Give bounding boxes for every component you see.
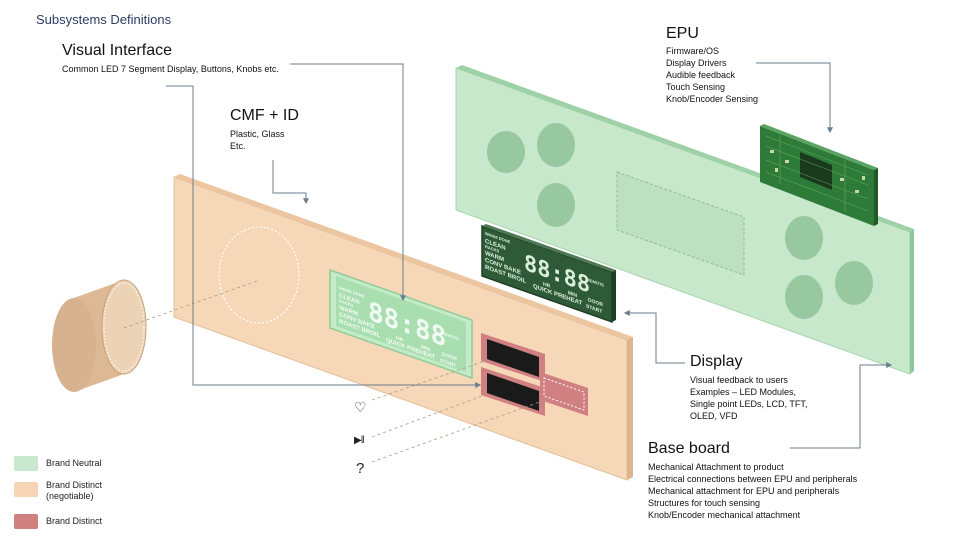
legend-label: Brand Neutral [46, 457, 102, 468]
cmf-id-callout: CMF + ID Plastic, Glass Etc. [230, 107, 299, 152]
base-board-heading: Base board [648, 440, 730, 457]
leader-cmf-id [272, 160, 309, 205]
leader-visual-interface-button [166, 85, 482, 388]
svg-text:HR: HR [396, 335, 403, 343]
legend-label: Brand Distinct [46, 515, 103, 526]
leader-visual-interface-lcd [290, 63, 406, 302]
base-board-callout: Base board Mechanical Attachment to prod… [648, 440, 857, 521]
display-line: Examples – LED Modules, [690, 387, 797, 397]
visual-interface-callout: Visual Interface Common LED 7 Segment Di… [62, 42, 279, 75]
knob-mount-outline [218, 226, 300, 324]
display-line: OLED, VFD [690, 411, 738, 421]
legend-item: Brand Distinct [14, 513, 126, 529]
leader-epu [756, 62, 833, 134]
touch-pad-4 [785, 216, 823, 260]
button-bottom [487, 373, 539, 411]
legend-swatch-brand-distinct-negotiable [14, 482, 38, 497]
epu-heading: EPU [666, 25, 699, 42]
legend-swatch-brand-distinct [14, 513, 38, 529]
play-pause-icon: ▶‖ [354, 435, 365, 446]
knob-back [52, 298, 96, 392]
svg-text:REMOTE: REMOTE [442, 331, 459, 342]
svg-text:MIN: MIN [421, 344, 430, 353]
knob-face [101, 279, 147, 375]
display-callout: Display Visual feedback to users Example… [690, 353, 807, 422]
cmf-id-line: Etc. [230, 141, 246, 151]
legend-swatch-brand-neutral [14, 455, 38, 471]
legend-item: Brand Distinct (negotiable) [14, 480, 126, 502]
base-board-line: Mechanical Attachment to product [648, 462, 784, 472]
display-line: Visual feedback to users [690, 375, 788, 385]
epu-callout: EPU Firmware/OS Display Drivers Audible … [666, 25, 758, 105]
svg-text:DOOR: DOOR [442, 352, 457, 363]
knob-cylinder [52, 279, 147, 392]
svg-text:REMOTE: REMOTE [587, 277, 604, 288]
heart-icon: ♡ [354, 399, 367, 415]
epu-line: Audible feedback [666, 70, 736, 80]
touch-pad-5 [835, 261, 873, 305]
svg-text:RACKS: RACKS [485, 244, 499, 254]
legend-label: Brand Distinct (negotiable) [46, 480, 103, 501]
svg-text:START: START [586, 304, 603, 316]
slide-title: Subsystems Definitions [36, 12, 172, 27]
legend-item: Brand Neutral [14, 455, 126, 471]
base-board-side-edge [910, 229, 914, 374]
display-heading: Display [690, 353, 743, 370]
visual-interface-description: Common LED 7 Segment Display, Buttons, K… [62, 64, 279, 74]
base-board-line: Knob/Encoder mechanical attachment [648, 510, 801, 520]
pcb-chip [800, 152, 832, 190]
epu-line: Knob/Encoder Sensing [666, 94, 759, 104]
svg-text:MIN: MIN [568, 290, 577, 299]
legend: Brand Neutral Brand Distinct (negotiable… [14, 455, 126, 529]
base-board-panel [455, 65, 914, 375]
guide-lines [123, 279, 549, 463]
epu-line: Touch Sensing [666, 82, 726, 92]
base-board-line: Mechanical attachment for EPU and periph… [648, 486, 840, 496]
svg-text:RACKS: RACKS [339, 298, 353, 308]
touch-pad-3 [537, 183, 575, 227]
touch-pad-2 [537, 123, 575, 167]
svg-text:HR: HR [543, 281, 550, 289]
visual-interface-heading: Visual Interface [62, 42, 172, 59]
display-window-outline [616, 171, 745, 276]
base-board-line: Structures for touch sensing [648, 498, 761, 508]
question-icon: ? [356, 460, 365, 477]
leader-display [623, 310, 685, 364]
display-line: Single point LEDs, LCD, TFT, [690, 399, 808, 409]
button-top [487, 339, 539, 377]
epu-pcb [760, 124, 878, 226]
epu-line: Firmware/OS [666, 46, 720, 56]
cmf-id-heading: CMF + ID [230, 107, 299, 124]
leader-base-board [790, 362, 893, 449]
svg-text:DOOR: DOOR [588, 297, 603, 308]
button-frame-dashed [540, 372, 588, 416]
svg-text:START: START [440, 358, 457, 370]
cmf-id-line: Plastic, Glass [230, 129, 285, 139]
touch-pad-1 [487, 131, 525, 173]
base-board-line: Electrical connections between EPU and p… [648, 474, 858, 484]
leader-lines [166, 62, 893, 449]
touch-pad-6 [785, 275, 823, 319]
display-module: WARM DONE CLEAN RACKS WARM CONV BAKE ROA… [481, 224, 616, 324]
epu-line: Display Drivers [666, 58, 727, 68]
